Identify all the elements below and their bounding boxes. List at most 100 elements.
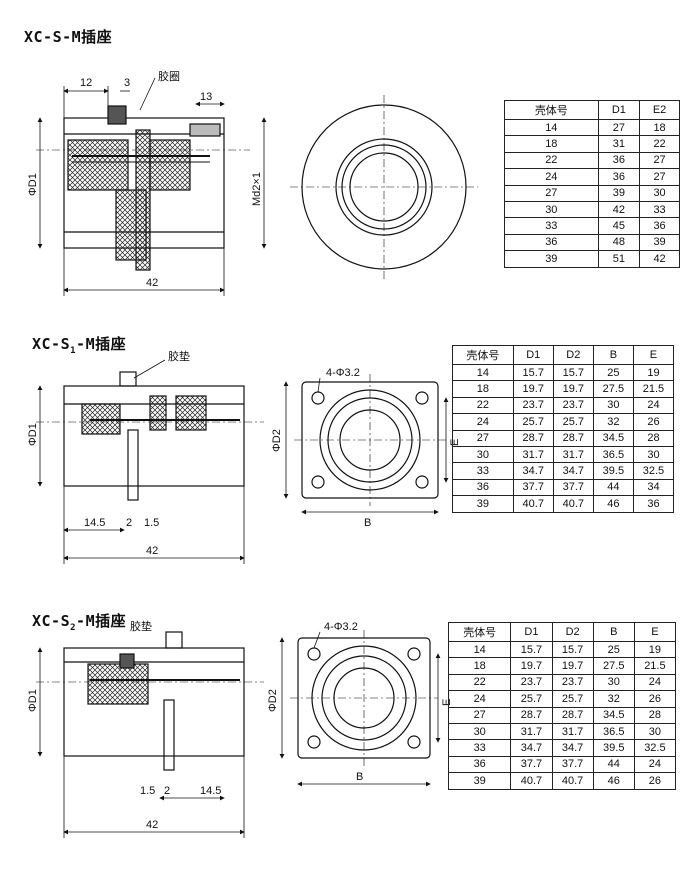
table-cell: 30: [592, 673, 635, 692]
table-header-cell: 壳体号: [452, 345, 514, 365]
table-header-cell: D1: [512, 345, 554, 365]
table-cell: 27: [447, 706, 512, 724]
s3-dim-42: 42: [146, 819, 158, 831]
s2-gasket-label: 胶垫: [168, 349, 190, 363]
table-cell: 33: [452, 462, 514, 480]
s2-dim-1-5: 1.5: [144, 517, 159, 529]
table-cell: 40.7: [552, 495, 594, 513]
s2-dim-42: 42: [146, 545, 158, 557]
table-cell: 39: [504, 250, 599, 268]
table-cell: 36: [597, 168, 641, 186]
table-cell: 34.5: [592, 706, 635, 724]
section-3-dimensions: [37, 647, 245, 838]
s3-holes-label: 4-Φ3.2: [324, 621, 358, 633]
table-cell: 23.7: [512, 396, 554, 415]
s2-b-label: B: [364, 517, 371, 529]
table-cell: 23.7: [552, 396, 594, 415]
table-cell: 15.7: [510, 640, 553, 659]
table-cell: 22: [639, 135, 680, 153]
table-header-cell: 壳体号: [447, 622, 512, 642]
table-cell: 33: [639, 200, 680, 219]
table-cell: 30: [504, 200, 599, 219]
s1-dim-42: 42: [146, 277, 158, 289]
table-cell: 28.7: [510, 706, 553, 724]
table-cell: 39.5: [592, 739, 635, 757]
s3-gasket-label: 胶垫: [130, 619, 152, 633]
table-cell: 27.5: [592, 657, 635, 675]
table-cell: 28: [632, 429, 675, 447]
table-cell: 19.7: [551, 657, 594, 675]
table-cell: 44: [592, 478, 634, 497]
table-cell: 27: [639, 168, 680, 186]
table-cell: 48: [597, 233, 641, 252]
table-cell: 34.7: [510, 739, 553, 757]
table-cell: 34: [632, 478, 675, 497]
table-cell: 36.5: [592, 722, 635, 741]
table-cell: 36.5: [592, 445, 634, 464]
s3-dim-14-5: 14.5: [200, 785, 221, 797]
table-cell: 22: [447, 673, 512, 692]
table-cell: 34.7: [512, 462, 554, 480]
table-cell: 27: [504, 184, 599, 202]
table-cell: 26: [633, 690, 677, 708]
table-cell: 25.7: [510, 690, 553, 708]
table-cell: 32.5: [633, 739, 677, 757]
table-cell: 51: [597, 250, 641, 268]
table-cell: 34.7: [552, 462, 594, 480]
table-cell: 25.7: [552, 413, 594, 431]
s2-holes-label: 4-Φ3.2: [326, 367, 360, 379]
s1-thread-label: Md2×1: [251, 172, 263, 206]
table-cell: 23.7: [510, 673, 553, 692]
s3-b-label: B: [356, 771, 363, 783]
table-header-cell: D2: [552, 345, 594, 365]
s1-d1-label: ΦD1: [27, 173, 39, 196]
table-cell: 18: [447, 657, 512, 675]
table-cell: 46: [592, 772, 635, 790]
table-cell: 21.5: [632, 380, 675, 398]
table-header-cell: D1: [597, 100, 641, 120]
table-cell: 42: [639, 250, 680, 268]
table-cell: 33: [447, 739, 512, 757]
section-2-front-dims: [283, 377, 449, 515]
table-cell: 19.7: [510, 657, 553, 675]
section-3-front-view: [290, 630, 438, 766]
section-1-title: XC-S-M插座: [24, 28, 113, 46]
table-cell: 40.7: [551, 772, 594, 790]
table-cell: 36: [447, 755, 512, 774]
table-cell: 28.7: [552, 429, 594, 447]
table-cell: 15.7: [551, 640, 594, 659]
table-cell: 22: [504, 151, 599, 170]
table-cell: 40.7: [510, 772, 553, 790]
table-header-cell: D1: [510, 622, 553, 642]
s1-dim-12: 12: [80, 77, 92, 89]
table-cell: 14: [452, 363, 514, 382]
table-header-cell: E: [633, 622, 677, 642]
s2-dim-14-5: 14.5: [84, 517, 105, 529]
table-cell: 15.7: [512, 363, 554, 382]
table-cell: 36: [452, 478, 514, 497]
section-1-front-view: [290, 95, 478, 279]
table-cell: 31.7: [551, 722, 594, 741]
table-cell: 34.7: [551, 739, 594, 757]
table-cell: 30: [633, 722, 677, 741]
table-cell: 46: [592, 495, 634, 513]
table-cell: 30: [639, 184, 680, 202]
table-cell: 30: [632, 445, 675, 464]
s2-dim-2: 2: [126, 517, 132, 529]
s1-dim-13: 13: [200, 91, 212, 103]
table-cell: 18: [639, 118, 680, 137]
